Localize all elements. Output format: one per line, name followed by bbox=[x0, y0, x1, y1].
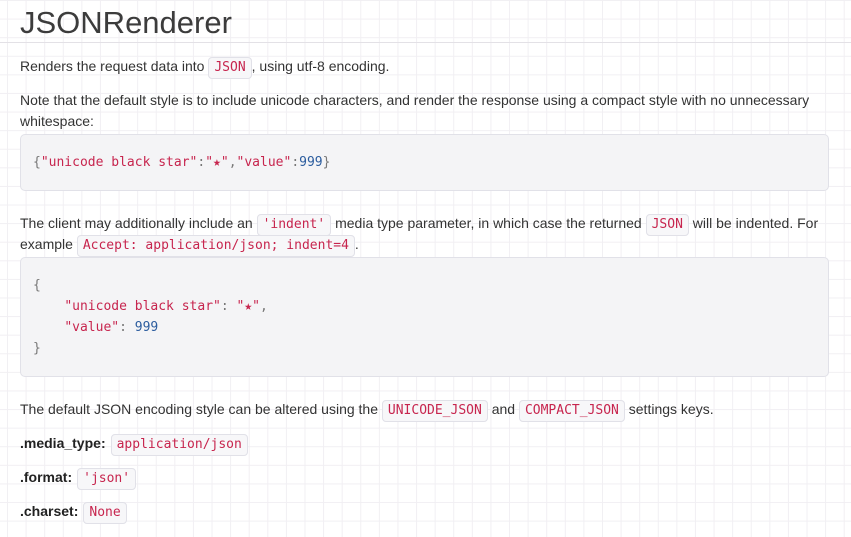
code-token: "★" bbox=[205, 155, 229, 170]
paragraph-indent: The client may additionally include an '… bbox=[20, 213, 829, 257]
text-segment: will be indented. For example bbox=[20, 215, 819, 252]
code-content: {"unicode black star":"★","value":999} bbox=[33, 155, 330, 170]
paragraph-intro: Renders the request data into JSON, usin… bbox=[20, 56, 829, 79]
code-token: 999 bbox=[299, 155, 323, 170]
code-token: 999 bbox=[134, 320, 159, 335]
code-token: } bbox=[322, 155, 331, 170]
code-block-compact-json: {"unicode black star":"★","value":999} bbox=[20, 134, 829, 191]
page-title: JSONRenderer bbox=[0, 0, 851, 43]
code-token: } bbox=[33, 341, 41, 356]
inline-code-json: JSON bbox=[208, 57, 252, 79]
attribute-colon: : bbox=[100, 435, 106, 451]
inline-code-compact-json-setting: COMPACT_JSON bbox=[518, 400, 625, 422]
code-token: : bbox=[119, 320, 135, 335]
code-token: : bbox=[291, 155, 300, 170]
attribute-row-charset: .charset:None bbox=[20, 501, 829, 524]
code-token: { bbox=[33, 278, 41, 293]
inline-code-json: JSON bbox=[645, 214, 689, 236]
text-segment: media type parameter, in which case the … bbox=[331, 215, 646, 231]
code-token: "★" bbox=[236, 299, 260, 314]
text-segment: The client may additionally include an bbox=[20, 215, 257, 231]
inline-code-accept-header: Accept: application/json; indent=4 bbox=[76, 235, 355, 257]
text-segment: Renders the request data into bbox=[20, 58, 209, 74]
code-token bbox=[33, 299, 64, 314]
text-segment: . bbox=[354, 236, 359, 252]
code-token bbox=[33, 320, 64, 335]
code-token: "value" bbox=[236, 155, 292, 170]
code-token: , bbox=[228, 155, 237, 170]
code-line: } bbox=[33, 338, 816, 359]
code-token: "unicode black star" bbox=[40, 155, 198, 170]
code-content: { "unicode black star": "★", "value": 99… bbox=[33, 275, 816, 359]
code-token: "unicode black star" bbox=[64, 299, 221, 314]
paragraph-settings: The default JSON encoding style can be a… bbox=[20, 399, 829, 422]
attribute-colon: : bbox=[67, 469, 73, 485]
paragraph-note: Note that the default style is to includ… bbox=[20, 92, 810, 129]
attribute-label: .format bbox=[20, 469, 68, 485]
inline-code-format-value: 'json' bbox=[77, 468, 137, 490]
code-token: , bbox=[260, 299, 268, 314]
attribute-label: .media_type bbox=[20, 435, 101, 451]
code-line: "unicode black star": "★", bbox=[33, 296, 816, 317]
code-block-indented-json: { "unicode black star": "★", "value": 99… bbox=[20, 257, 829, 377]
code-token: { bbox=[33, 155, 41, 170]
main-content: Renders the request data into JSON, usin… bbox=[0, 56, 851, 524]
text-segment: , using utf-8 encoding. bbox=[251, 58, 390, 74]
inline-code-indent: 'indent' bbox=[256, 214, 332, 236]
code-token: : bbox=[197, 155, 206, 170]
page-header: JSONRenderer bbox=[0, 0, 851, 43]
text-segment: The default JSON encoding style can be a… bbox=[20, 401, 382, 417]
text-segment: settings keys. bbox=[624, 401, 714, 417]
code-line: "value": 999 bbox=[33, 317, 816, 338]
attribute-colon: : bbox=[73, 503, 79, 519]
text-segment: and bbox=[487, 401, 519, 417]
attribute-row-media-type: .media_type:application/json bbox=[20, 433, 829, 456]
code-line: { bbox=[33, 275, 816, 296]
attribute-row-format: .format:'json' bbox=[20, 467, 829, 490]
inline-code-media-type-value: application/json bbox=[110, 434, 248, 456]
inline-code-charset-value: None bbox=[83, 502, 127, 524]
inline-code-unicode-json-setting: UNICODE_JSON bbox=[381, 400, 488, 422]
code-token: "value" bbox=[64, 320, 120, 335]
attribute-label: .charset bbox=[20, 503, 74, 519]
code-token: : bbox=[220, 299, 237, 314]
page-root: JSONRenderer Renders the request data in… bbox=[0, 0, 851, 524]
